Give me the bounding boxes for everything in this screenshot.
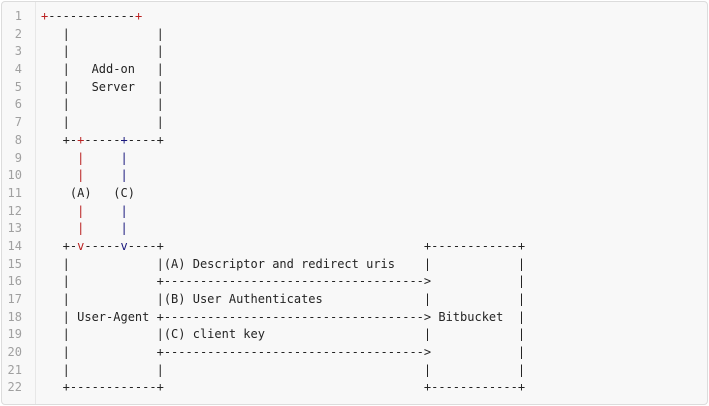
- code-line: | |: [77, 203, 128, 218]
- code-line-row: 13 | |: [2, 220, 707, 238]
- code-line: | |: [41, 115, 164, 130]
- code-line: | |: [77, 150, 128, 165]
- code-line: | Server |: [41, 79, 164, 94]
- code-line: +------------+: [41, 9, 143, 23]
- line-number: 16: [7, 274, 22, 289]
- code-line: +-v-----v----+ +------------+: [41, 238, 526, 253]
- code-line-row: 4 | Add-on |: [2, 61, 707, 79]
- gutter-separator: [35, 2, 36, 404]
- code-line-row: 11 (A) (C): [2, 185, 707, 203]
- code-line: +-+-----+----+: [41, 132, 164, 147]
- code-line: | |: [77, 221, 128, 236]
- line-number: 2: [14, 26, 22, 41]
- code-line: +------------+ +------------+: [41, 380, 526, 395]
- code-line-row: 2 | |: [2, 26, 707, 44]
- line-number: 22: [7, 380, 22, 395]
- code-line: | |: [77, 168, 128, 183]
- line-number: 4: [14, 62, 22, 77]
- code-line-row: 21 | | | |: [2, 362, 707, 380]
- code-line: | Add-on |: [41, 62, 164, 77]
- code-line-row: 10 | |: [2, 167, 707, 185]
- code-line: (A) (C): [41, 185, 135, 200]
- line-number: 17: [7, 292, 22, 306]
- line-number: 9: [14, 150, 22, 165]
- code-line: | |: [41, 26, 164, 41]
- code-line: | User-Agent +--------------------------…: [41, 309, 526, 324]
- code-line-row: 15 | |(A) Descriptor and redirect uris |…: [2, 256, 707, 274]
- line-number: 18: [7, 309, 22, 324]
- code-line-row: 22 +------------+ +------------+: [2, 379, 707, 397]
- code-line-row: 19 | |(C) client key | |: [2, 326, 707, 344]
- line-number: 15: [7, 256, 22, 271]
- line-number: 13: [7, 221, 22, 236]
- code-line-row: 6 | |: [2, 96, 707, 114]
- code-rows: 1+------------+2 | |3 | |4 | Add-on |5 |…: [2, 8, 707, 397]
- code-line-row: 5 | Server |: [2, 79, 707, 97]
- code-line-row: 17 | |(B) User Authenticates | |: [2, 291, 707, 309]
- code-line-row: 9 | |: [2, 150, 707, 168]
- line-number: 3: [14, 44, 22, 59]
- line-number: 11: [7, 185, 22, 200]
- line-number: 6: [14, 97, 22, 112]
- line-number: 20: [7, 345, 22, 360]
- line-number: 19: [7, 327, 22, 342]
- code-line-row: 14 +-v-----v----+ +------------+: [2, 238, 707, 256]
- code-line: | |: [41, 44, 164, 59]
- line-number: 14: [7, 238, 22, 253]
- line-number: 12: [7, 203, 22, 218]
- line-number: 21: [7, 362, 22, 377]
- code-line-row: 18 | User-Agent +-----------------------…: [2, 309, 707, 327]
- code-line-row: 8 +-+-----+----+: [2, 132, 707, 150]
- line-number: 8: [14, 132, 22, 147]
- code-line-row: 20 | +----------------------------------…: [2, 344, 707, 362]
- code-line: | +------------------------------------>…: [41, 345, 526, 360]
- code-line: | |(A) Descriptor and redirect uris | |: [41, 256, 526, 271]
- code-line-row: 1 +------------+: [2, 8, 707, 26]
- line-number: 10: [7, 168, 22, 183]
- code-line: | |(B) User Authenticates | |: [41, 292, 526, 306]
- line-number: 1: [14, 9, 22, 23]
- line-number: 7: [14, 115, 22, 130]
- line-number: 5: [14, 79, 22, 94]
- code-line: | |(C) client key | |: [41, 327, 526, 342]
- code-line: | |: [41, 97, 164, 112]
- code-line-row: 7 | |: [2, 114, 707, 132]
- code-line-row: 3 | |: [2, 43, 707, 61]
- code-line: | +------------------------------------>…: [41, 274, 526, 289]
- code-line-row: 12 | |: [2, 203, 707, 221]
- code-line: | | | |: [41, 362, 526, 377]
- code-line-row: 16 | +----------------------------------…: [2, 273, 707, 291]
